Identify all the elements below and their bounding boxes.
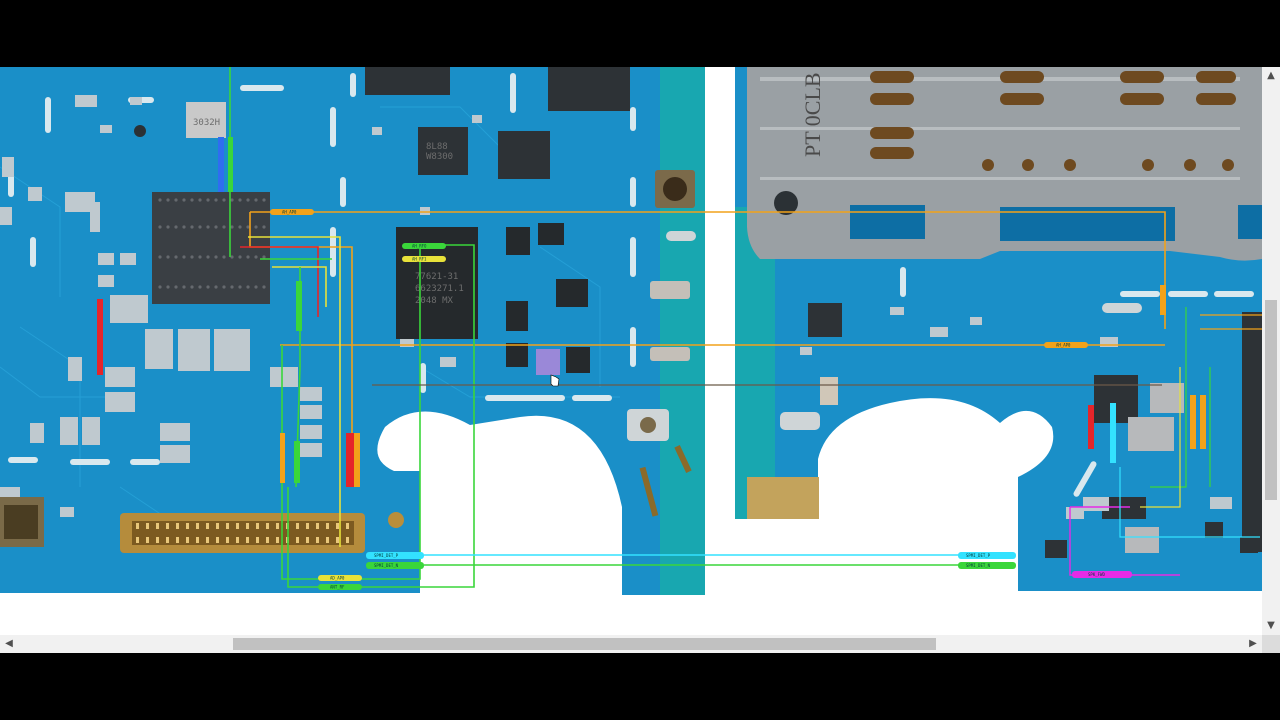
- processor-balls: [158, 198, 266, 289]
- net-highlight-bars: [97, 137, 1206, 487]
- purple-component: [536, 349, 560, 375]
- svg-text:SPMI_DET_N: SPMI_DET_N: [374, 563, 399, 568]
- passive-components: [0, 95, 482, 517]
- net-labels: AH_AP0 AH_RFO AH_RF1 SPMI_DET_P SPMI_DET…: [270, 209, 1132, 590]
- chip-ic3-label-1: 8L88: [426, 142, 448, 152]
- hand-cursor-icon: [550, 374, 560, 387]
- flex-pad: [747, 477, 819, 519]
- chip-ic2-label-2: 6623271.1: [415, 284, 464, 294]
- chip-ic1-label: 3032H: [193, 118, 220, 128]
- sim-shield-text: PT 0CLB: [800, 72, 825, 157]
- svg-text:AH_AP0: AH_AP0: [1056, 343, 1071, 348]
- svg-text:AH_RFO: AH_RFO: [412, 244, 427, 249]
- svg-text:AH_RF1: AH_RF1: [412, 257, 427, 262]
- sim-pins: [870, 71, 1236, 171]
- svg-text:SPMI_DET_N: SPMI_DET_N: [966, 563, 991, 568]
- left-board-traces: [0, 106, 620, 528]
- svg-text:ANT_RF: ANT_RF: [330, 585, 345, 590]
- chip-ic2-label-1: 77621-31: [415, 272, 458, 282]
- svg-text:AH_AP0: AH_AP0: [282, 210, 297, 215]
- svg-text:SPMI_DET_P: SPMI_DET_P: [966, 553, 991, 558]
- chip-ic2-label-3: 2048 MX: [415, 296, 454, 306]
- horizontal-scrollbar[interactable]: ◀ ▶: [0, 635, 1262, 653]
- processor-chip: [152, 192, 270, 304]
- chip-ic3: [418, 127, 468, 175]
- left-board-edge: [660, 67, 705, 595]
- svg-text:AD_AP0: AD_AP0: [330, 576, 345, 581]
- scroll-right-arrow-icon[interactable]: ▶: [1249, 638, 1257, 649]
- vertical-scroll-thumb[interactable]: [1265, 300, 1277, 500]
- right-bga-strip: [1242, 312, 1262, 552]
- board-viewer: 3032H 8L88 W8300 77621-31 6623271.1 2048…: [0, 67, 1280, 653]
- svg-text:SPK_FWD: SPK_FWD: [1088, 572, 1105, 577]
- top-chip-2: [548, 67, 630, 111]
- svg-text:SPMI_DET_P: SPMI_DET_P: [374, 553, 399, 558]
- chip-ic4: [498, 131, 550, 179]
- vertical-scrollbar[interactable]: ▲ ▼: [1262, 67, 1280, 635]
- scroll-left-arrow-icon[interactable]: ◀: [5, 638, 13, 649]
- top-chip-1: [365, 67, 450, 95]
- chip-ic3-label-2: W8300: [426, 152, 453, 162]
- scroll-down-arrow-icon[interactable]: ▼: [1267, 620, 1275, 631]
- scrollbar-corner: [1262, 635, 1280, 653]
- scroll-up-arrow-icon[interactable]: ▲: [1267, 70, 1275, 81]
- chip-ic1: [186, 102, 226, 138]
- board-image: 3032H 8L88 W8300 77621-31 6623271.1 2048…: [0, 67, 1262, 595]
- net-traces: [229, 67, 1262, 588]
- board-canvas[interactable]: 3032H 8L88 W8300 77621-31 6623271.1 2048…: [0, 67, 1262, 635]
- horizontal-scroll-thumb[interactable]: [233, 638, 936, 650]
